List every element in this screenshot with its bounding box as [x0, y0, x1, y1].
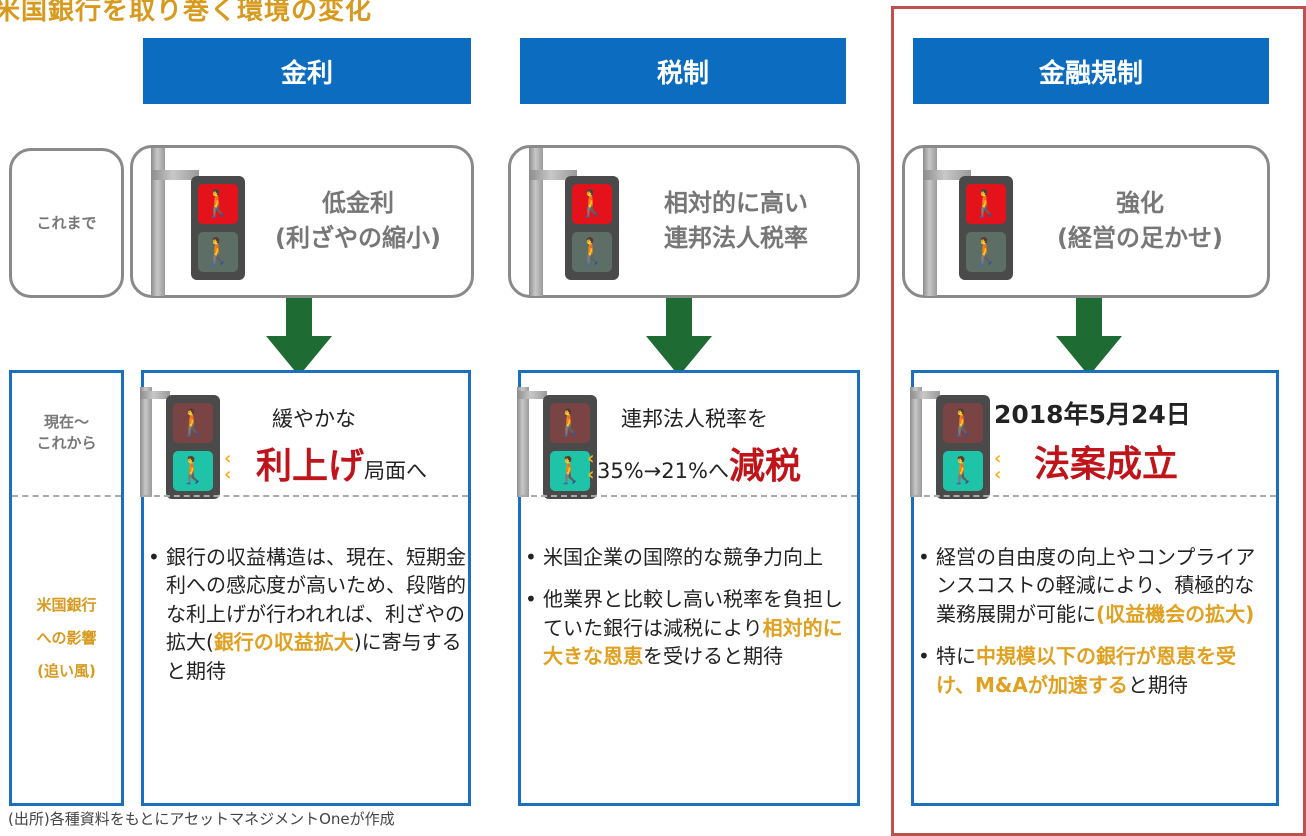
pedestrian-icon: 🚶: [943, 451, 983, 491]
impact-bullet: •銀行の収益構造は、現在、短期金利への感応度が高いため、段階的な利上げが行われれ…: [148, 543, 466, 685]
bullet-segment: 経営の自由度の向上やコンプライアンスコストの軽減により、積極的な業務展開が可能に: [936, 545, 1256, 626]
bullet-text: 経営の自由度の向上やコンプライアンスコストの軽減により、積極的な業務展開が可能に…: [936, 543, 1268, 628]
impact-bullets-tax: •米国企業の国際的な競争力向上•他業界と比較し高い税率を負担していた銀行は減税に…: [525, 543, 855, 671]
down-arrow-icon: [1056, 298, 1122, 376]
now-text-line1: 緩やかな: [272, 407, 356, 431]
impact-bullet: •経営の自由度の向上やコンプライアンスコストの軽減により、積極的な業務展開が可能…: [918, 543, 1268, 628]
row-label-now: 現在～これから: [36, 413, 97, 452]
impact-bullets-interest-rate: •銀行の収益構造は、現在、短期金利への感応度が高いため、段階的な利上げが行われれ…: [148, 543, 466, 685]
bullet-segment: と期待: [1127, 672, 1188, 697]
bullet-dot: •: [148, 545, 160, 569]
glow-icon: ‹‹: [224, 448, 232, 486]
before-box-regulation: 🚶 🚶 強化(経営の足かせ): [902, 145, 1270, 298]
bullet-text: 米国企業の国際的な競争力向上: [543, 543, 823, 571]
now-text-line1: 連邦法人税率を: [621, 407, 768, 431]
pedestrian-icon: 🚶: [198, 232, 238, 272]
glow-icon: ‹‹: [994, 448, 1002, 486]
pedestrian-icon: 🚶: [943, 403, 983, 443]
before-text-regulation: 強化(経営の足かせ): [1057, 189, 1223, 252]
row-divider: [12, 495, 121, 497]
pedestrian-icon: 🚶: [550, 451, 590, 491]
now-text-line2: 35%→21%へ減税: [597, 446, 801, 487]
now-box-tax: 🚶 🚶 ‹‹ 連邦法人税率を 35%→21%へ減税 •米国企業の国際的な競争力向…: [517, 370, 860, 806]
now-text-line2: 利上げ局面へ: [256, 446, 428, 487]
pedestrian-icon: 🚶: [198, 184, 238, 224]
traffic-light-icon: 🚶 🚶: [936, 395, 990, 499]
bullet-text: 特に中規模以下の銀行が恩恵を受け、M&Aが加速すると期待: [936, 642, 1268, 699]
before-text-tax: 相対的に高い連邦法人税率: [664, 189, 808, 252]
down-arrow-icon: [266, 298, 332, 376]
before-text-interest-rate: 低金利(利ざやの縮小): [275, 189, 441, 252]
pedestrian-icon: 🚶: [572, 184, 612, 224]
bullet-text: 銀行の収益構造は、現在、短期金利への感応度が高いため、段階的な利上げが行われれば…: [166, 543, 466, 685]
page-title: 米国銀行を取り巻く環境の変化: [0, 0, 373, 26]
impact-bullet: •特に中規模以下の銀行が恩恵を受け、M&Aが加速すると期待: [918, 642, 1268, 699]
row-label-box: 現在～これから 米国銀行への影響(追い風): [9, 370, 124, 806]
row-label-impact: 米国銀行への影響(追い風): [36, 595, 97, 680]
now-box-regulation: 🚶 🚶 ‹‹ 2018年5月24日 法案成立 •経営の自由度の向上やコンプライア…: [910, 370, 1279, 806]
bullet-segment: 米国企業の国際的な競争力向上: [543, 545, 823, 569]
bullet-segment: を受けると期待: [643, 644, 783, 669]
source-note: (出所)各種資料をもとにアセットマネジメントOneが作成: [8, 810, 395, 828]
bullet-segment: 特に: [936, 644, 976, 669]
now-big-text: 法案成立: [1034, 444, 1179, 485]
traffic-light-icon: 🚶 🚶: [959, 176, 1013, 280]
header-financial-regulation: 金融規制: [913, 38, 1269, 104]
header-interest-rate: 金利: [143, 38, 471, 104]
traffic-light-icon: 🚶 🚶: [565, 176, 619, 280]
pedestrian-icon: 🚶: [966, 184, 1006, 224]
pedestrian-icon: 🚶: [966, 232, 1006, 272]
bullet-dot: •: [918, 545, 930, 569]
pedestrian-icon: 🚶: [550, 403, 590, 443]
bullet-segment: 銀行の収益構造は、現在、短期金利への感応度が高いため、段階的な利上げが行われれば…: [166, 545, 466, 655]
highlight-text: (収益機会の拡大): [1096, 601, 1255, 626]
before-box-tax: 🚶 🚶 相対的に高い連邦法人税率: [508, 145, 860, 298]
highlight-text: 銀行の収益拡大: [213, 630, 354, 655]
header-tax: 税制: [520, 38, 846, 104]
bullet-segment: )に寄与すると期待: [166, 630, 462, 683]
bullet-dot: •: [525, 545, 537, 569]
impact-bullets-regulation: •経営の自由度の向上やコンプライアンスコストの軽減により、積極的な業務展開が可能…: [918, 543, 1268, 699]
pedestrian-icon: 🚶: [173, 451, 213, 491]
before-box-interest-rate: 🚶 🚶 低金利(利ざやの縮小): [130, 145, 474, 298]
row-label-before: これまで: [9, 148, 124, 298]
highlight-text: 中規模以下の銀行が恩恵を受け、M&Aが加速する: [936, 644, 1236, 697]
now-date: 2018年5月24日: [994, 400, 1191, 429]
highlight-text: 相対的に大きな恩恵: [543, 615, 843, 669]
now-box-interest-rate: 🚶 🚶 ‹‹ 緩やかな 利上げ局面へ •銀行の収益構造は、現在、短期金利への感応…: [140, 370, 471, 806]
traffic-light-icon: 🚶 🚶: [191, 176, 245, 280]
traffic-light-pole: [151, 148, 165, 296]
down-arrow-icon: [646, 298, 712, 376]
impact-bullet: •他業界と比較し高い税率を負担していた銀行は減税により相対的に大きな恩恵を受ける…: [525, 585, 855, 670]
bullet-dot: •: [525, 587, 537, 612]
traffic-light-icon: 🚶 🚶: [166, 395, 220, 499]
impact-bullet: •米国企業の国際的な競争力向上: [525, 543, 855, 571]
pedestrian-icon: 🚶: [572, 232, 612, 272]
pedestrian-icon: 🚶: [173, 403, 213, 443]
traffic-light-icon: 🚶 🚶: [543, 395, 597, 499]
bullet-text: 他業界と比較し高い税率を負担していた銀行は減税により相対的に大きな恩恵を受けると…: [543, 585, 855, 670]
bullet-dot: •: [918, 644, 930, 669]
bullet-segment: 他業界と比較し高い税率を負担していた銀行は減税により: [543, 587, 843, 640]
glow-icon: ‹‹: [587, 448, 595, 486]
